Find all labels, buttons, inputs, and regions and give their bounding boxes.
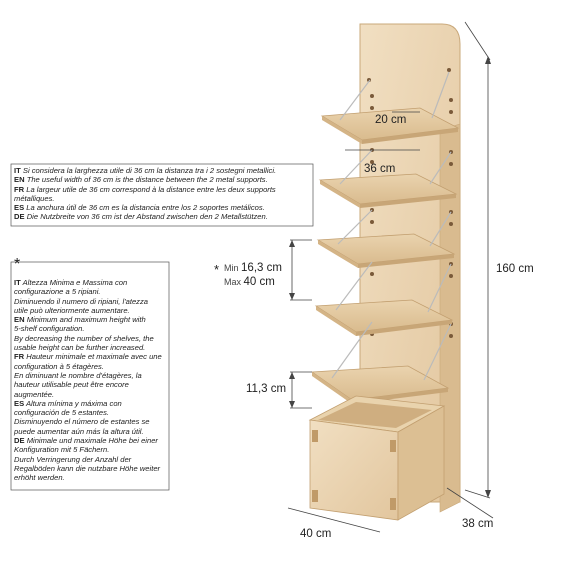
shelf-1 [320,71,460,144]
height-note-fr: FR Hauteur minimale et maximale avec une… [14,352,162,399]
base-depth-label: 38 cm [462,518,494,530]
height-note: IT Altezza Minima e Massima con configur… [14,278,166,483]
base-box [308,395,446,521]
width-note-en: EN The useful width of 36 cm is the dist… [14,175,268,185]
base-width-label: 40 cm [300,528,332,540]
width-note: IT Si considera la larghezza utile di 36… [14,166,310,222]
shelf-depth-label: 20 cm [375,114,407,126]
shelf-3 [316,209,456,268]
max-value: 40 cm [243,276,275,288]
shelf-width-label: 36 cm [364,163,396,175]
width-note-de: DE Die Nutzbreite von 36 cm ist der Abst… [14,212,268,222]
max-label: Max [224,277,242,287]
bottom-gap-label: 11,3 cm [246,383,287,395]
min-height-label: Min 16,3 cm [224,262,282,274]
height-note-en: EN Minimum and maximum height with 5-she… [14,315,154,353]
width-note-it: IT Si considera la larghezza utile di 36… [14,166,277,175]
dimension-arrowheads [289,56,491,498]
note-borders [10,163,314,491]
min-max-asterisk: * [214,262,220,277]
dimension-lines [287,21,494,533]
max-height-label: Max 40 cm [224,276,275,288]
height-note-asterisk: * [14,256,21,273]
shelf-2 [318,149,458,208]
total-height-label: 160 cm [496,263,534,275]
min-value: 16,3 cm [241,262,282,274]
height-note-it: IT Altezza Minima e Massima con configur… [14,278,148,315]
width-note-fr: FR La largeur utile de 36 cm correspond … [14,184,276,203]
width-note-es: ES La anchura útil de 36 cm es la distan… [14,203,265,213]
min-label: Min [224,263,239,273]
height-note-es: ES Altura mínima y máxima con configurac… [14,398,150,436]
height-note-de: DE Minimale und maximale Höhe bei einer … [14,436,161,483]
shelf-4 [314,261,454,336]
